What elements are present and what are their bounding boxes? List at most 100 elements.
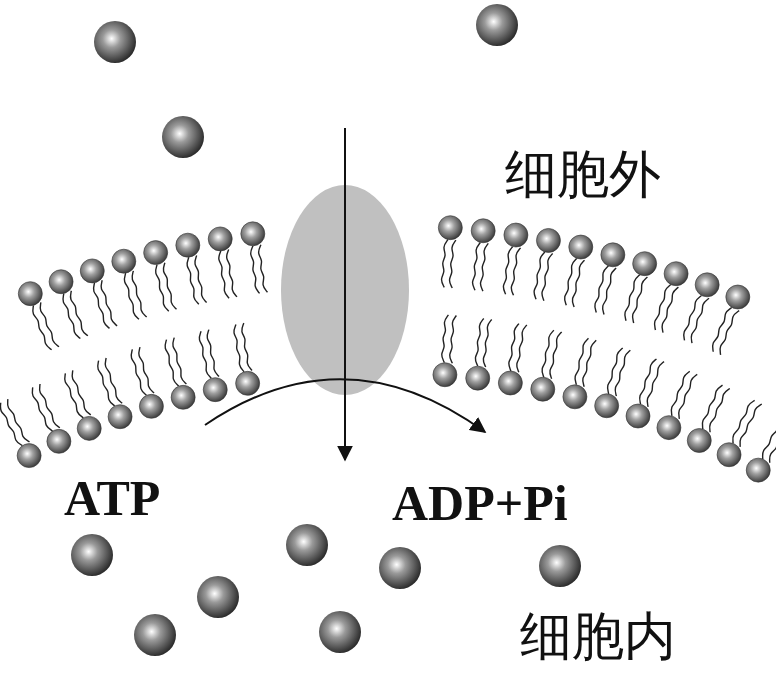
lipid-head bbox=[498, 371, 522, 395]
lipid-head bbox=[563, 385, 587, 409]
molecule bbox=[539, 545, 581, 587]
lipid-tail bbox=[165, 340, 179, 386]
lipid-tail bbox=[187, 257, 199, 304]
lipid-tail bbox=[662, 287, 678, 332]
molecule bbox=[134, 614, 176, 656]
lipid-tail bbox=[733, 400, 755, 443]
lipid-tail bbox=[8, 399, 30, 442]
lipid-tail bbox=[483, 319, 491, 367]
lipid-tail bbox=[770, 421, 776, 463]
lipid-tail bbox=[480, 243, 488, 291]
lipid-head bbox=[433, 363, 457, 387]
lipid-tail bbox=[517, 325, 527, 372]
lipid-tail bbox=[219, 251, 229, 298]
molecule bbox=[162, 116, 204, 158]
lipid-head bbox=[531, 377, 555, 401]
lipid-tail bbox=[32, 387, 52, 431]
lipid-tail bbox=[442, 240, 448, 288]
lipid-head bbox=[466, 366, 490, 390]
lipid-tail bbox=[105, 358, 122, 403]
lipid-tail bbox=[763, 417, 776, 459]
lipid-tail bbox=[33, 305, 52, 349]
lipid-tail bbox=[259, 245, 268, 293]
lipid-head bbox=[633, 252, 657, 276]
lipid-tail bbox=[615, 350, 630, 396]
lipid-head bbox=[746, 458, 770, 482]
lipid-tail bbox=[720, 311, 739, 355]
lipid-tail bbox=[679, 374, 698, 419]
lipid-tail bbox=[473, 243, 481, 291]
lipid-tail bbox=[565, 258, 577, 305]
lipid-tail bbox=[475, 318, 483, 366]
lipid-tail bbox=[534, 252, 545, 299]
lipid-tail bbox=[647, 362, 664, 407]
lipid-head bbox=[536, 228, 560, 252]
lipid-head bbox=[47, 429, 71, 453]
lipid-tail bbox=[442, 315, 449, 363]
lipid-head bbox=[726, 285, 750, 309]
lipid-head bbox=[112, 249, 136, 273]
lipid-head bbox=[144, 241, 168, 265]
lipid-tail bbox=[603, 268, 617, 314]
region-label: 细胞外 bbox=[505, 148, 661, 200]
lipid-tail bbox=[450, 240, 456, 288]
lipid-tail bbox=[595, 266, 609, 312]
molecule bbox=[94, 21, 136, 63]
lipid-head bbox=[236, 371, 260, 395]
lipid-tail bbox=[173, 338, 187, 384]
lipid-head bbox=[595, 394, 619, 418]
lipid-tail bbox=[450, 315, 457, 363]
lipid-head bbox=[18, 282, 42, 306]
lipid-tail bbox=[542, 330, 554, 377]
molecules bbox=[71, 4, 581, 656]
lipid-tail bbox=[740, 404, 762, 447]
lipid-tail bbox=[163, 263, 176, 310]
molecule bbox=[476, 4, 518, 46]
molecule bbox=[379, 547, 421, 589]
lipid-tail bbox=[0, 403, 22, 446]
lipid-head bbox=[601, 243, 625, 267]
lipid-head bbox=[77, 416, 101, 440]
lipid-tail bbox=[195, 256, 207, 303]
lipid-tail bbox=[242, 323, 252, 370]
lipid-head bbox=[471, 219, 495, 243]
lipid-head bbox=[241, 222, 265, 246]
lipid-tail bbox=[40, 302, 59, 346]
lipid-tail bbox=[511, 248, 520, 295]
lipid-tail bbox=[572, 260, 584, 307]
lipid-head bbox=[687, 429, 711, 453]
lipid-head bbox=[438, 216, 462, 240]
lipid-tail bbox=[713, 307, 732, 351]
lipid-tail bbox=[227, 250, 237, 297]
lipid-tail bbox=[70, 291, 87, 336]
molecule bbox=[319, 611, 361, 653]
molecule-label: ADP+Pi bbox=[392, 478, 568, 528]
lipid-head bbox=[80, 259, 104, 283]
molecule bbox=[197, 576, 239, 618]
lipid-tail bbox=[550, 332, 562, 379]
lipid-head bbox=[664, 262, 688, 286]
atp-hydrolysis-arrow bbox=[205, 379, 485, 432]
lipid-head bbox=[49, 270, 73, 294]
lipid-head bbox=[17, 444, 41, 468]
lipid-tail bbox=[542, 253, 553, 300]
region-label: 细胞内 bbox=[520, 610, 676, 662]
lipid-head bbox=[108, 405, 132, 429]
lipid-tail bbox=[156, 265, 169, 312]
lipid-head bbox=[171, 385, 195, 409]
lipid-tail bbox=[575, 338, 588, 384]
lipid-tail bbox=[72, 370, 91, 415]
lipid-tail bbox=[101, 280, 117, 326]
lipid-tail bbox=[199, 331, 211, 378]
lipid-tail bbox=[710, 388, 730, 432]
lipid-tail bbox=[40, 384, 60, 428]
lipid-tail bbox=[207, 330, 219, 377]
lipid-tail bbox=[583, 340, 596, 386]
lipid-head bbox=[139, 394, 163, 418]
lipid-head bbox=[717, 443, 741, 467]
lipid-head bbox=[695, 273, 719, 297]
lipid-tail bbox=[702, 385, 722, 429]
molecule bbox=[286, 524, 328, 566]
molecule bbox=[71, 534, 113, 576]
